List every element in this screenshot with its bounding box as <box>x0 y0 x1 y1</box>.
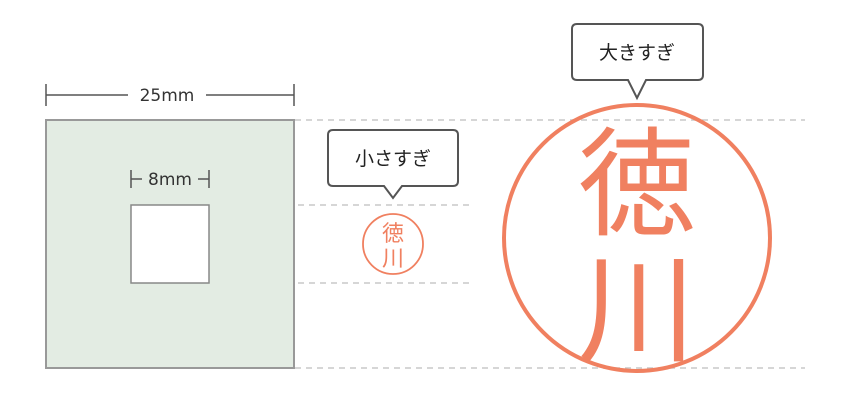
small-stamp: 徳 川 <box>362 213 424 275</box>
callout-large-text: 大きすぎ <box>599 42 675 64</box>
guide-lines <box>210 119 805 369</box>
callout-small: 小さすぎ <box>327 129 459 200</box>
small-stamp-bottom-char: 川 <box>382 247 404 272</box>
hole-label: 8mm <box>148 170 192 190</box>
width-dimension <box>45 84 295 106</box>
large-stamp-top-char: 徳 <box>578 116 696 254</box>
large-stamp: 徳 川 <box>502 103 772 380</box>
callout-large: 大きすぎ <box>571 23 704 101</box>
hole-dimension <box>130 170 210 188</box>
width-label: 25mm <box>140 86 195 106</box>
small-stamp-top-char: 徳 <box>382 222 404 247</box>
large-stamp-bottom-char: 川 <box>578 242 696 380</box>
callout-small-text: 小さすぎ <box>355 148 431 170</box>
board-hole <box>130 204 210 284</box>
